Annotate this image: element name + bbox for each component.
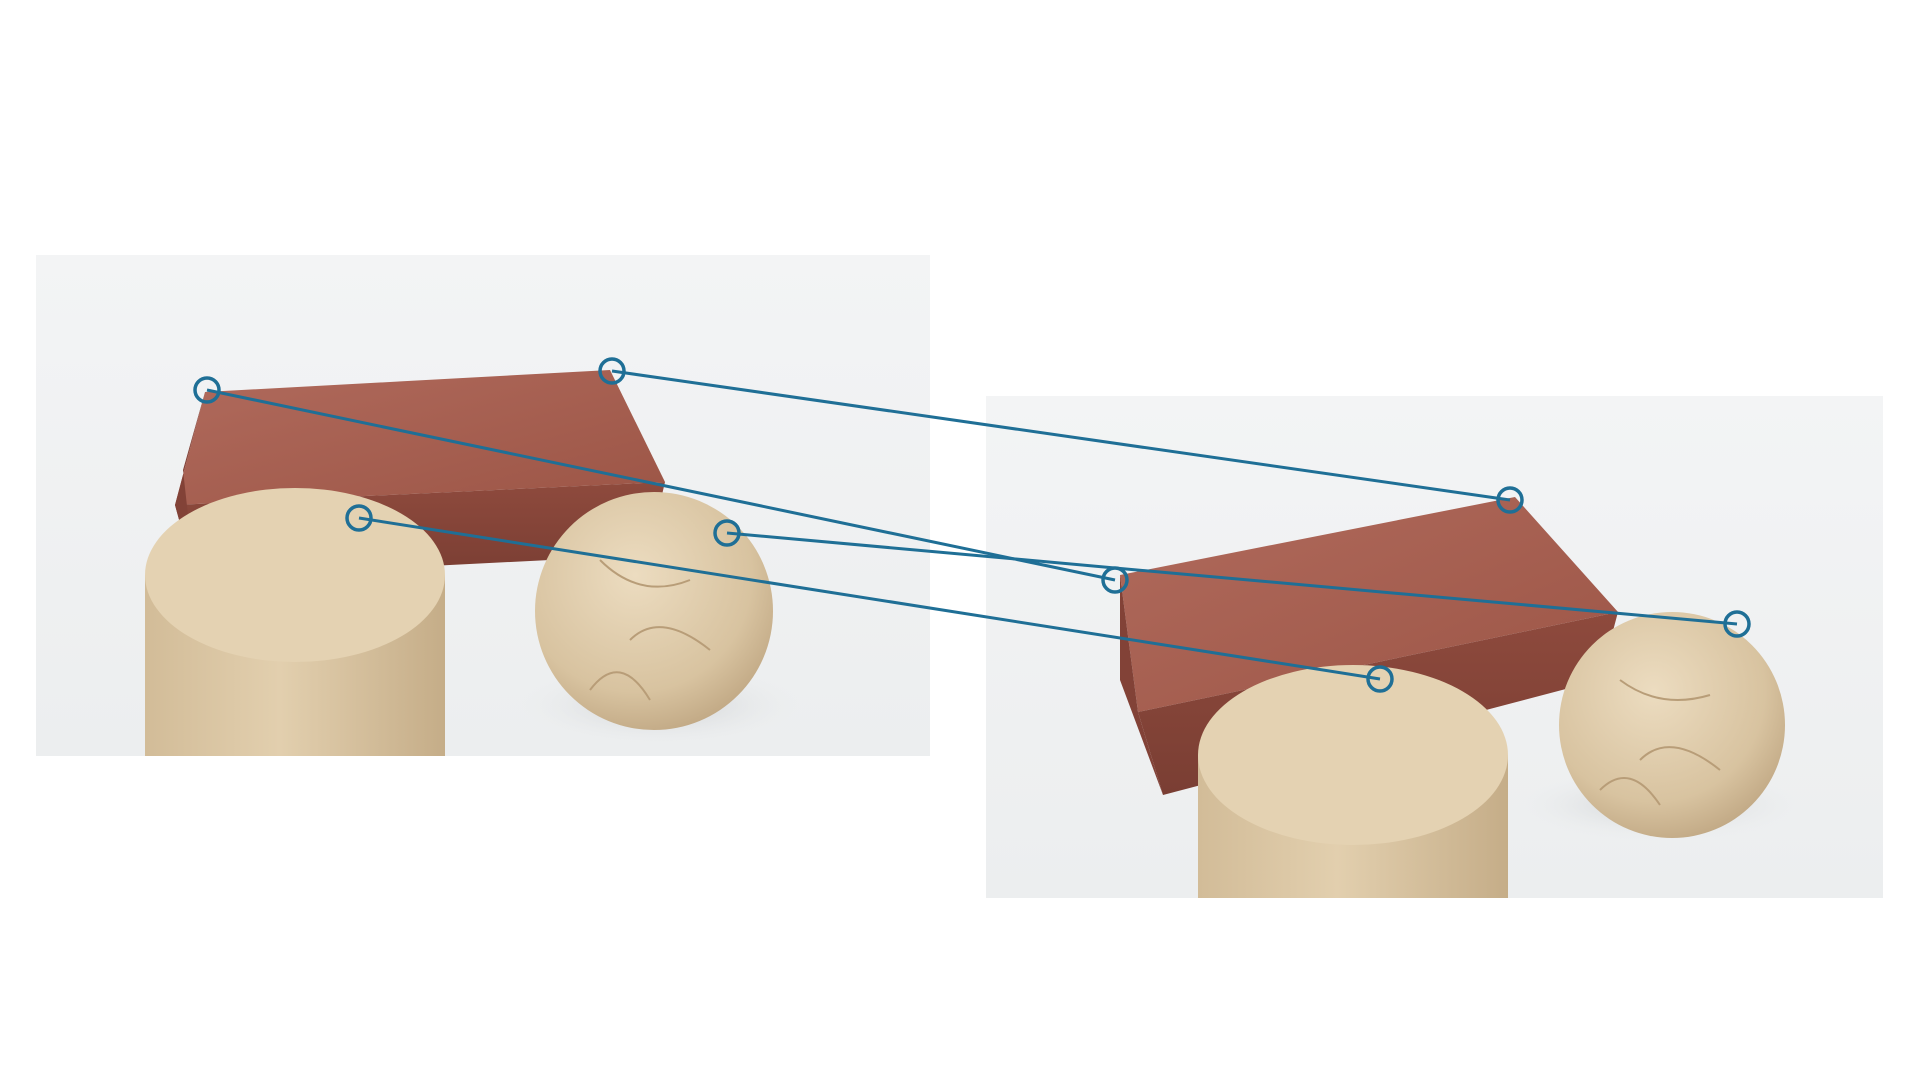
left-sphere-seams bbox=[589, 559, 711, 701]
correspondence-lines bbox=[206, 369, 1738, 681]
left-cylinder bbox=[145, 488, 445, 756]
left-sphere bbox=[535, 492, 773, 730]
right-keypoint-brick-far-top-corner bbox=[1496, 486, 1524, 514]
match-line-brick-far-top-corner bbox=[611, 369, 1511, 502]
right-photo bbox=[986, 396, 1883, 898]
left-photo bbox=[36, 255, 930, 756]
right-brick-side-face bbox=[1120, 575, 1163, 795]
match-line-sphere-top-right bbox=[726, 531, 1738, 626]
right-cylinder bbox=[1198, 665, 1508, 898]
right-keypoint-sphere-top-right bbox=[1723, 610, 1751, 638]
left-cylinder-top bbox=[145, 488, 445, 662]
right-cylinder-top bbox=[1198, 665, 1508, 845]
left-sphere-body bbox=[535, 492, 773, 730]
match-line-brick-left-top-corner bbox=[206, 388, 1116, 582]
keypoints bbox=[193, 357, 1751, 693]
match-line-cylinder-top-center bbox=[358, 516, 1381, 681]
left-keypoint-cylinder-top-center bbox=[345, 504, 373, 532]
left-keypoint-brick-left-top-corner bbox=[193, 376, 221, 404]
right-sphere-body bbox=[1559, 612, 1785, 838]
right-keypoint-cylinder-top-center bbox=[1366, 665, 1394, 693]
right-sphere bbox=[1559, 612, 1785, 838]
right-keypoint-brick-left-top-corner bbox=[1101, 566, 1129, 594]
left-keypoint-sphere-top-right bbox=[713, 519, 741, 547]
right-sphere-seams bbox=[1599, 679, 1721, 806]
left-keypoint-brick-far-top-corner bbox=[598, 357, 626, 385]
left-brick-top-face bbox=[175, 370, 665, 505]
